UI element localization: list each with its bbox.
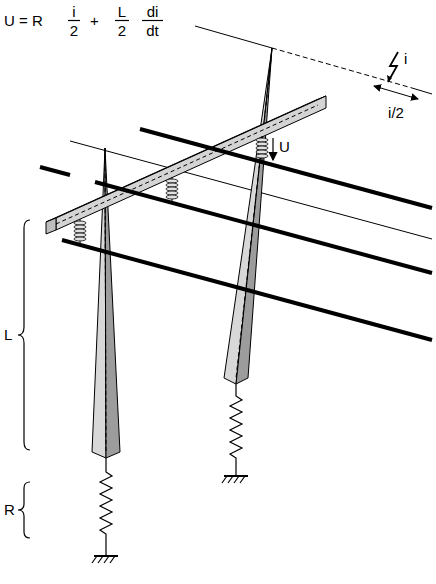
formula-text: U = R bbox=[4, 12, 43, 29]
formula-denominator: 2 bbox=[70, 22, 78, 39]
ground-resistors bbox=[92, 384, 248, 563]
formula-numerator: di bbox=[147, 3, 159, 20]
current-label: i bbox=[404, 50, 407, 67]
formula-denominator: dt bbox=[146, 22, 159, 39]
lightning-symbol bbox=[388, 52, 398, 82]
resistance-label: R bbox=[4, 501, 15, 518]
voltage-arrow bbox=[272, 138, 273, 160]
insulators bbox=[74, 136, 268, 245]
phase-conductors bbox=[40, 129, 432, 340]
voltage-label: U bbox=[279, 138, 290, 155]
formula-denominator: 2 bbox=[118, 22, 126, 39]
tower-right bbox=[224, 48, 272, 384]
current-label: i/2 bbox=[388, 104, 404, 121]
current-arrow bbox=[374, 86, 418, 99]
crossarm bbox=[46, 96, 326, 234]
formula-operator: + bbox=[90, 12, 99, 29]
braces bbox=[18, 220, 30, 538]
inductance-label: L bbox=[4, 326, 12, 343]
fraction-bars bbox=[68, 20, 163, 21]
formula-numerator: i bbox=[72, 3, 75, 20]
formula-numerator: L bbox=[118, 3, 126, 20]
